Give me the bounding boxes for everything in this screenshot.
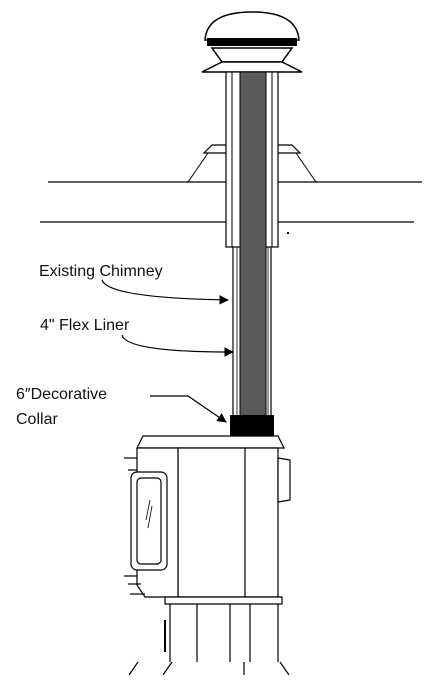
flex-liner-arrow — [121, 334, 234, 357]
flex-liner-label: 4" Flex Liner — [40, 317, 130, 334]
decorative-collar — [230, 415, 274, 437]
roof-flashing — [187, 144, 317, 183]
decorative-collar-label-line2: Collar — [16, 411, 58, 428]
ceiling-line — [40, 221, 414, 234]
decorative-collar-arrow — [150, 395, 227, 423]
chimney-cap — [201, 11, 303, 73]
decorative-collar-label-line1: 6″Decorative — [16, 386, 108, 403]
existing-chimney-arrow — [101, 279, 229, 305]
existing-chimney-label: Existing Chimney — [39, 263, 163, 280]
stove — [124, 435, 291, 676]
